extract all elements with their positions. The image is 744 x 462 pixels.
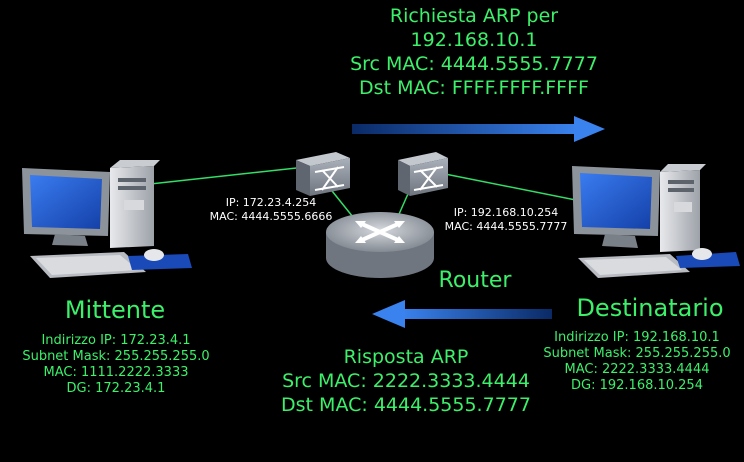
receiver-name: Destinatario xyxy=(576,294,724,322)
router-right-mac: MAC: 4444.5555.7777 xyxy=(444,220,568,233)
router-label: Router xyxy=(438,268,512,293)
receiver-info: Indirizzo IP: 192.168.10.1 Subnet Mask: … xyxy=(530,330,744,394)
receiver-computer-icon xyxy=(572,164,740,278)
left-switch-icon xyxy=(296,152,350,196)
sender-info: Indirizzo IP: 172.23.4.1 Subnet Mask: 25… xyxy=(6,333,226,397)
arp-reply-src-mac: Src MAC: 2222.3333.4444 xyxy=(282,370,530,392)
receiver-ip: Indirizzo IP: 192.168.10.1 xyxy=(554,330,720,345)
arp-reply-dst-mac: Dst MAC: 4444.5555.7777 xyxy=(281,394,531,416)
sender-gateway: DG: 172.23.4.1 xyxy=(66,381,166,396)
arp-request-label: Richiesta ARP per 192.168.10.1 Src MAC: … xyxy=(330,4,618,100)
receiver-subnet-mask: Subnet Mask: 255.255.255.0 xyxy=(543,346,731,361)
right-switch-icon xyxy=(398,152,448,196)
router-left-mac: MAC: 4444.5555.6666 xyxy=(209,210,333,223)
arp-request-arrow xyxy=(352,116,605,142)
router-icon xyxy=(326,212,434,278)
arp-reply-arrow xyxy=(372,300,552,328)
arp-request-title: Richiesta ARP per xyxy=(389,5,559,27)
arp-request-target-ip: 192.168.10.1 xyxy=(410,29,538,51)
sender-computer-icon xyxy=(22,160,192,278)
arp-reply-label: Risposta ARP Src MAC: 2222.3333.4444 Dst… xyxy=(262,345,550,417)
router-right-interface: IP: 192.168.10.254 MAC: 4444.5555.7777 xyxy=(434,206,578,234)
router-left-ip: IP: 172.23.4.254 xyxy=(225,196,317,209)
sender-mac: MAC: 1111.2222.3333 xyxy=(43,365,189,380)
arp-reply-title: Risposta ARP xyxy=(343,346,469,368)
link-sender-switch xyxy=(131,165,316,187)
receiver-gateway: DG: 192.168.10.254 xyxy=(571,378,703,393)
sender-subnet-mask: Subnet Mask: 255.255.255.0 xyxy=(22,349,210,364)
router-left-interface: IP: 172.23.4.254 MAC: 4444.5555.6666 xyxy=(196,196,346,224)
router-right-ip: IP: 192.168.10.254 xyxy=(453,206,559,219)
arp-request-dst-mac: Dst MAC: FFFF.FFFF.FFFF xyxy=(359,77,589,99)
sender-name: Mittente xyxy=(64,296,166,324)
arp-request-src-mac: Src MAC: 4444.5555.7777 xyxy=(350,53,598,75)
receiver-mac: MAC: 2222.3333.4444 xyxy=(564,362,710,377)
sender-ip: Indirizzo IP: 172.23.4.1 xyxy=(41,333,191,348)
